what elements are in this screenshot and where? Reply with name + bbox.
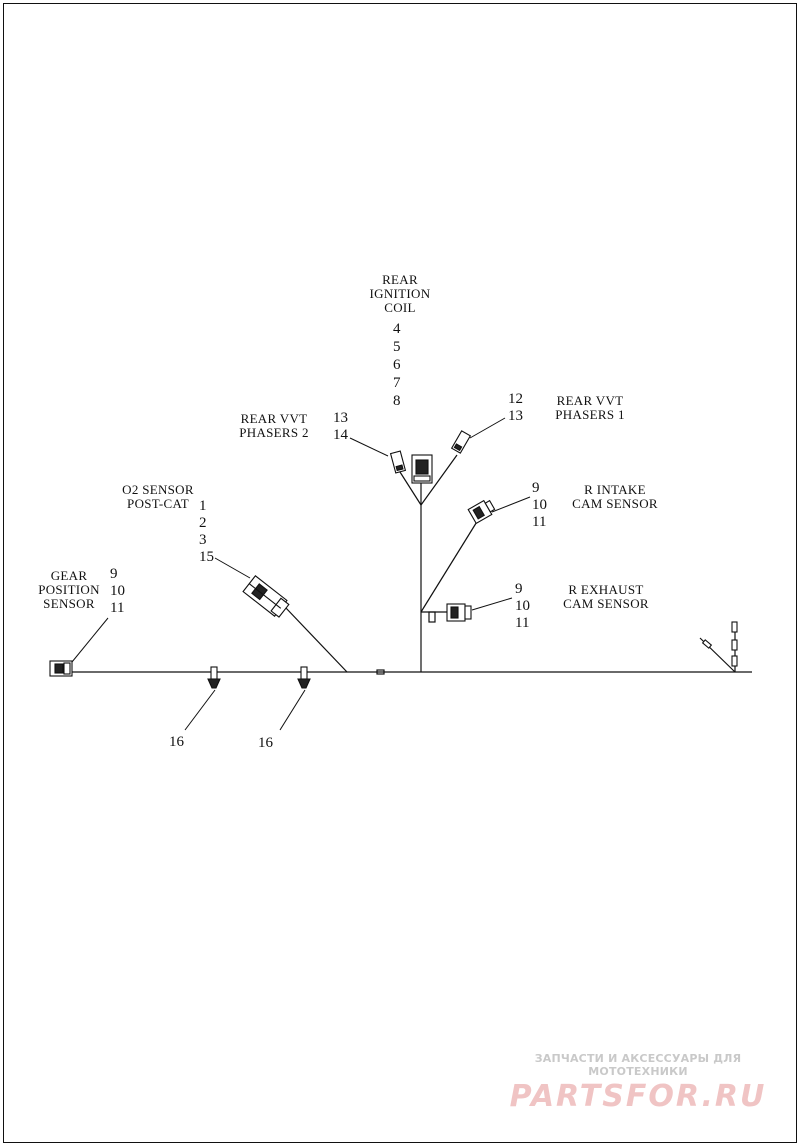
leader-intake <box>491 496 531 513</box>
leader-clip-left <box>184 689 216 731</box>
label-o2-sensor-post-cat: O2 SENSOR POST-CAT <box>122 482 194 511</box>
leader-exhaust <box>471 597 513 611</box>
o2-branch-line <box>284 606 348 673</box>
leader-gear <box>71 617 109 663</box>
leader-clip-right <box>279 689 306 731</box>
label-gear-position-sensor: GEAR POSITION SENSOR <box>38 568 100 611</box>
phasers2-connector <box>389 450 407 474</box>
label-rear-vvt-phasers-2: REAR VVT PHASERS 2 <box>239 411 309 440</box>
intake-cam-connector <box>467 499 496 525</box>
callouts-r-exhaust-cam-sensor: 9 10 11 <box>515 581 530 631</box>
ignition-coil-connector <box>411 454 433 484</box>
phasers1-connector <box>450 430 472 454</box>
intake-branch-line <box>420 519 479 613</box>
leader-o2 <box>214 557 251 579</box>
callouts-o2-sensor-post-cat: 1 2 3 15 <box>199 498 214 565</box>
coil-fork-right <box>420 454 458 506</box>
label-rear-ignition-coil: REAR IGNITION COIL <box>369 272 431 315</box>
right-end-terminals <box>701 621 738 667</box>
watermark-tagline: ЗАПЧАСТИ И АКСЕССУАРЫ ДЛЯ МОТОТЕХНИКИ <box>534 1052 742 1078</box>
leader-phasers2 <box>349 437 389 457</box>
watermark-logo: PARTSFOR.RU <box>509 1079 767 1114</box>
o2-sensor-connector <box>242 575 290 618</box>
exhaust-cam-connector <box>446 603 472 622</box>
harness-clip-right <box>297 666 311 689</box>
callout-clip-left: 16 <box>169 734 184 750</box>
leader-phasers1 <box>469 417 506 439</box>
callouts-r-intake-cam-sensor: 9 10 11 <box>532 480 547 530</box>
label-rear-vvt-phasers-1: REAR VVT PHASERS 1 <box>555 393 625 422</box>
harness-clip-left <box>207 666 221 689</box>
label-r-intake-cam-sensor: R INTAKE CAM SENSOR <box>572 482 658 511</box>
watermark: ЗАПЧАСТИ И АКСЕССУАРЫ ДЛЯ МОТОТЕХНИКИ PA… <box>488 1052 788 1114</box>
callouts-rear-ignition-coil: 4 5 6 7 8 <box>393 321 401 409</box>
drawing-frame <box>3 3 797 1143</box>
gear-position-connector <box>49 660 73 677</box>
callout-clip-right: 16 <box>258 735 273 751</box>
coil-fork-left <box>399 471 422 506</box>
callouts-gear-position-sensor: 9 10 11 <box>110 566 125 616</box>
label-r-exhaust-cam-sensor: R EXHAUST CAM SENSOR <box>563 582 649 611</box>
callouts-rear-vvt-phasers-2: 13 14 <box>333 410 348 443</box>
callouts-rear-vvt-phasers-1: 12 13 <box>508 391 523 424</box>
